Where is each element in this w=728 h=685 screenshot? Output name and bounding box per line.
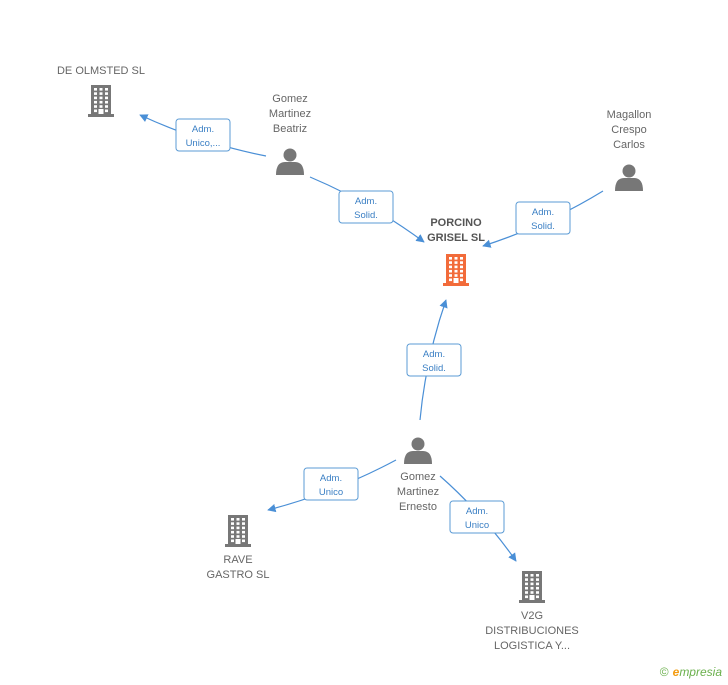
edge-label-line: Adm.: [320, 473, 342, 484]
company-building-icon: [88, 85, 114, 117]
edge-label-line: Solid.: [354, 210, 378, 221]
person-icon: [404, 437, 432, 464]
node-label-line: V2G: [521, 610, 543, 622]
edge-label-line: Adm.: [423, 349, 445, 360]
node-label-line: Martinez: [269, 108, 311, 120]
main-company-building-icon: [443, 254, 469, 286]
edges-layer: [139, 114, 604, 562]
node-label-line: Beatriz: [273, 123, 307, 135]
edge-label-beatriz-olmsted[interactable]: Adm. Unico,...: [175, 118, 231, 152]
node-rave[interactable]: RAVE GASTRO SL: [207, 515, 270, 581]
edge-label-line: Solid.: [422, 363, 446, 374]
node-label-line: Crespo: [611, 124, 646, 136]
node-label-line: Magallon: [607, 109, 652, 121]
edge-label-line: Unico: [465, 520, 489, 531]
edge-label-magallon-porcino[interactable]: Adm. Solid.: [515, 201, 571, 235]
person-icon: [615, 164, 643, 191]
node-label-line: Gomez: [272, 93, 307, 105]
person-icon: [276, 148, 304, 175]
brand-watermark: ©empresia: [660, 665, 722, 679]
edge-label-line: Solid.: [531, 221, 555, 232]
node-porcino[interactable]: PORCINO GRISEL SL: [427, 217, 485, 286]
edge-label-ernesto-porcino[interactable]: Adm. Solid.: [406, 343, 462, 377]
node-label-line: GRISEL SL: [427, 232, 485, 244]
node-v2g[interactable]: V2G DISTRIBUCIONES LOGISTICA Y...: [485, 571, 579, 652]
node-label-line: PORCINO: [430, 217, 482, 229]
company-building-icon: [519, 571, 545, 603]
edge-label-ernesto-v2g[interactable]: Adm. Unico: [449, 500, 505, 534]
edge-label-line: Adm.: [355, 196, 377, 207]
node-olmsted[interactable]: DE OLMSTED SL: [57, 65, 145, 117]
edge-label-ernesto-rave[interactable]: Adm. Unico: [303, 467, 359, 501]
node-label-line: LOGISTICA Y...: [494, 640, 570, 652]
edge-label-line: Adm.: [466, 506, 488, 517]
node-label-line: DE OLMSTED SL: [57, 65, 145, 77]
edge-label-line: Unico,...: [186, 138, 221, 149]
copyright-symbol: ©: [659, 665, 669, 679]
node-label-line: RAVE: [223, 554, 252, 566]
node-label-line: DISTRIBUCIONES: [485, 625, 579, 637]
brand-logo-letter: e: [672, 665, 680, 679]
node-label-line: Ernesto: [399, 501, 437, 513]
edge-label-line: Adm.: [192, 124, 214, 135]
node-label-line: Martinez: [397, 486, 439, 498]
node-label-line: Gomez: [400, 471, 435, 483]
edge-labels-layer: Adm. Unico,... Adm. Solid. Adm. Solid. Adm. Sol…: [175, 118, 571, 534]
edge-label-beatriz-porcino[interactable]: Adm. Solid.: [338, 190, 394, 224]
node-label-line: Carlos: [613, 139, 645, 151]
node-label-line: GASTRO SL: [207, 569, 270, 581]
company-building-icon: [225, 515, 251, 547]
edge-label-line: Adm.: [532, 207, 554, 218]
edge-label-line: Unico: [319, 487, 343, 498]
brand-logo-text: mpresia: [679, 665, 722, 679]
